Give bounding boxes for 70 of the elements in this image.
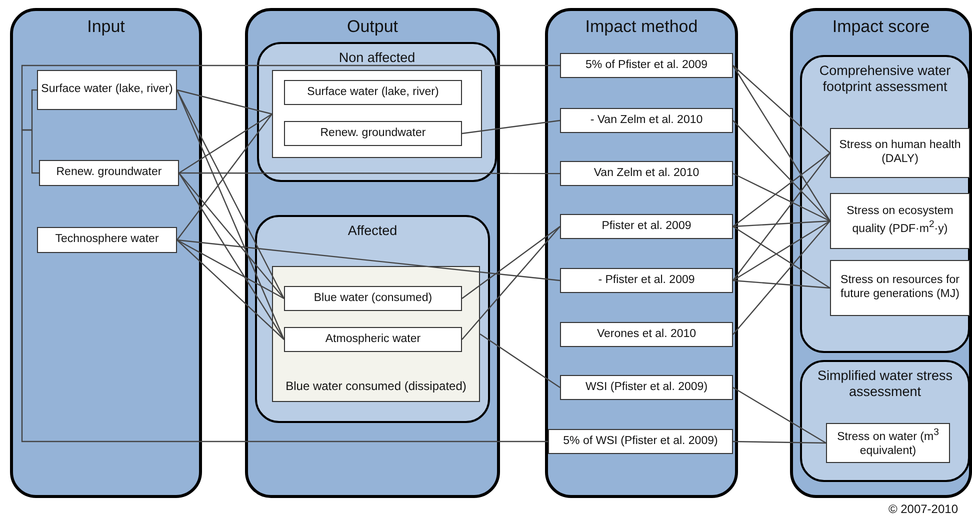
- label-box: WSI (Pfister et al. 2009): [560, 375, 733, 400]
- column-title: Impact score: [831, 17, 931, 37]
- label-box: 5% of WSI (Pfister et al. 2009): [548, 429, 733, 454]
- container-box: [272, 70, 482, 158]
- group-title: Affected: [346, 223, 398, 240]
- label-box: Van Zelm et al. 2010: [560, 161, 733, 186]
- connector-line: [31, 89, 37, 130]
- connector-line: [732, 172, 830, 222]
- connector-line: [732, 120, 830, 222]
- connector-line: [21, 129, 548, 442]
- group-panel: [257, 42, 497, 182]
- connector-line: [176, 239, 284, 300]
- connector-line: [176, 114, 272, 240]
- label-box: Blue water (consumed): [284, 286, 462, 311]
- connector-line: [732, 220, 830, 335]
- connector-line: [178, 172, 284, 340]
- label-box: Surface water (lake, river): [284, 80, 462, 105]
- label-box: Technosphere water: [37, 227, 177, 253]
- connector-line: [176, 90, 285, 299]
- connector-line: [462, 226, 560, 340]
- connector-line: [732, 386, 826, 444]
- group-caption: Blue water consumed (dissipated): [284, 379, 468, 393]
- group-panel: [800, 360, 970, 482]
- group-title: Comprehensive water footprint assessment: [818, 63, 952, 96]
- label-box: Stress on water (m$^{3}$ equivalent): [826, 423, 950, 463]
- connector-line: [176, 239, 560, 282]
- connector-line: [480, 334, 560, 388]
- connector-line: [179, 172, 560, 174]
- column-title: Input: [86, 17, 126, 37]
- label-box: Surface water (lake, river): [37, 70, 177, 110]
- connector-line: [732, 152, 830, 227]
- copyright-note: © 2007-2010: [888, 502, 958, 516]
- label-box: - Pfister et al. 2009: [560, 268, 733, 293]
- column-panel: [10, 8, 202, 498]
- label-box: - Van Zelm et al. 2010: [560, 108, 733, 133]
- column-panel: [790, 8, 972, 498]
- column-title: Impact method: [584, 17, 699, 37]
- connector-line: [732, 220, 830, 282]
- connector-line: [732, 226, 830, 288]
- group-title: Simplified water stress assessment: [816, 368, 954, 400]
- connector-line: [732, 152, 830, 281]
- connector-line: [176, 240, 284, 340]
- connector-line: [732, 65, 830, 222]
- group-title: Non affected: [338, 50, 416, 66]
- label-box: Renew. groundwater: [39, 160, 179, 186]
- label-box: Atmospheric water: [284, 327, 462, 352]
- connector-line: [732, 65, 830, 154]
- connector-line: [176, 89, 272, 115]
- label-box: Stress on resources for future generations (MJ): [830, 260, 970, 316]
- label-box: Verones et al. 2010: [560, 322, 733, 347]
- label-box: Stress on ecosystem quality (PDF·m$^{2}$·y): [830, 193, 970, 249]
- connector-line: [176, 90, 285, 340]
- connector-line: [178, 114, 272, 174]
- column-panel: [545, 8, 738, 498]
- connector-line: [732, 220, 830, 228]
- label-box: Pfister et al. 2009: [560, 214, 733, 239]
- connector-line: [732, 440, 826, 444]
- label-box: Stress on human health (DALY): [830, 128, 970, 178]
- label-box: 5% of Pfister et al. 2009: [560, 53, 733, 78]
- connector-line: [178, 172, 284, 299]
- connector-line: [462, 226, 560, 299]
- container-box: [272, 266, 480, 402]
- label-box: Renew. groundwater: [284, 121, 462, 146]
- column-title: Output: [346, 17, 400, 37]
- connector-line: [31, 130, 39, 174]
- group-panel: [800, 55, 970, 353]
- column-panel: [245, 8, 500, 498]
- connector-line: [732, 280, 830, 289]
- connector-line: [21, 64, 560, 131]
- group-panel: [255, 215, 490, 423]
